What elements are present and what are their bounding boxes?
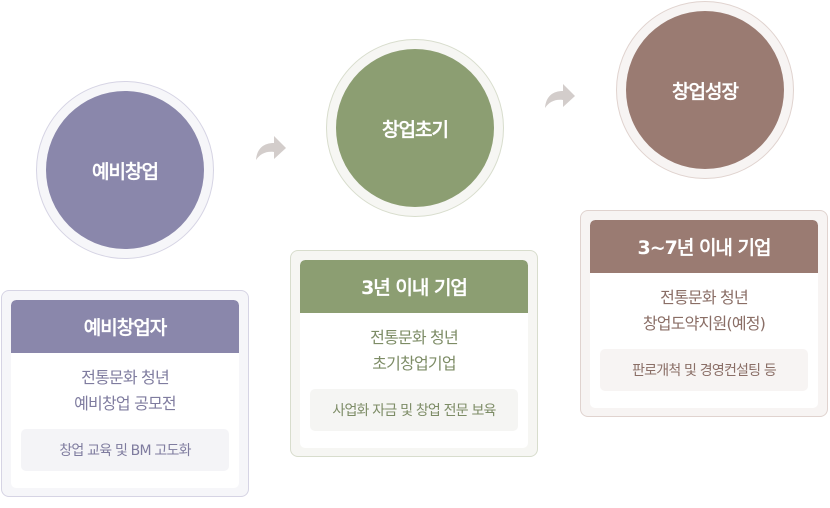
stage-2-card: 3년 이내 기업 전통문화 청년 초기창업기업 사업화 자금 및 창업 전문 보… — [290, 250, 538, 457]
stage-3-circle: 창업성장 — [616, 1, 794, 179]
stage-1-circle-fill: 예비창업 — [46, 91, 204, 249]
curved-arrow-icon — [545, 84, 575, 108]
stage-2-description: 전통문화 청년 초기창업기업 — [300, 325, 528, 377]
description-line: 예비창업 공모전 — [74, 394, 177, 413]
stage-3-tag: 판로개척 및 경영컨설팅 등 — [600, 349, 808, 391]
stage-1-circle: 예비창업 — [36, 81, 214, 259]
description-line: 전통문화 청년 — [81, 368, 170, 387]
stage-2-card-body: 3년 이내 기업 전통문화 청년 초기창업기업 사업화 자금 및 창업 전문 보… — [300, 260, 528, 448]
stage-3-card-body: 3~7년 이내 기업 전통문화 청년 창업도약지원(예정) 판로개척 및 경영컨… — [590, 220, 818, 408]
description-line: 초기창업기업 — [372, 354, 456, 373]
stage-1-card-header: 예비창업자 — [11, 300, 239, 353]
description-line: 전통문화 청년 — [370, 328, 459, 347]
stage-1-title: 예비창업 — [92, 160, 159, 183]
stage-1-card: 예비창업자 전통문화 청년 예비창업 공모전 창업 교육 및 BM 고도화 — [1, 290, 249, 497]
stage-3-description: 전통문화 청년 창업도약지원(예정) — [590, 285, 818, 337]
stage-1-tag: 창업 교육 및 BM 고도화 — [21, 429, 229, 471]
stage-3-title: 창업성장 — [672, 80, 739, 103]
stage-1-card-body: 예비창업자 전통문화 청년 예비창업 공모전 창업 교육 및 BM 고도화 — [11, 300, 239, 488]
description-line: 전통문화 청년 — [660, 288, 749, 307]
stage-1-description: 전통문화 청년 예비창업 공모전 — [11, 365, 239, 417]
description-line: 창업도약지원(예정) — [642, 314, 766, 333]
stage-3-card-header: 3~7년 이내 기업 — [590, 220, 818, 273]
stage-3-card: 3~7년 이내 기업 전통문화 청년 창업도약지원(예정) 판로개척 및 경영컨… — [580, 210, 828, 417]
stage-2-circle-fill: 창업초기 — [336, 49, 494, 207]
stage-2-circle: 창업초기 — [326, 39, 504, 217]
stage-2-tag: 사업화 자금 및 창업 전문 보육 — [310, 389, 518, 431]
stage-2-title: 창업초기 — [382, 118, 449, 141]
curved-arrow-icon — [256, 136, 286, 160]
stage-2-card-header: 3년 이내 기업 — [300, 260, 528, 313]
stage-3-circle-fill: 창업성장 — [626, 11, 784, 169]
